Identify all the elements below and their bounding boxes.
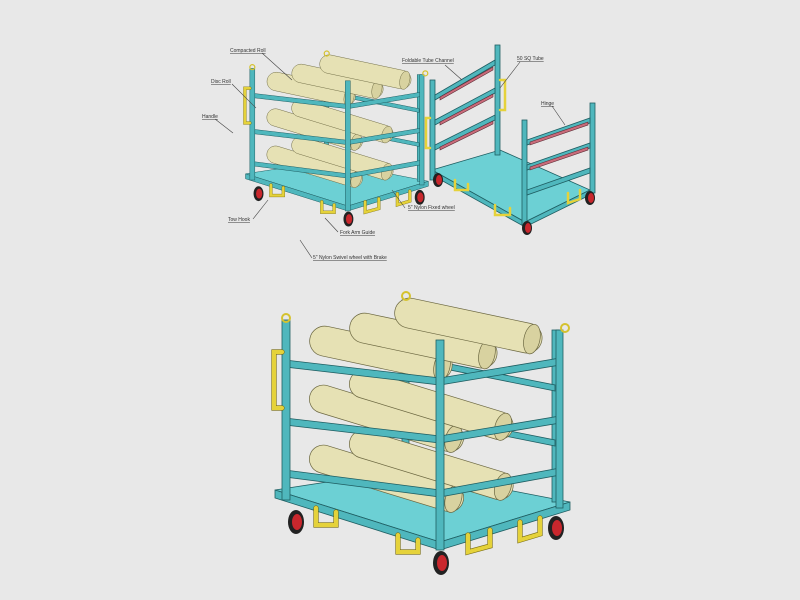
label-foldable-tube-channel: Foldable Tube Channel bbox=[402, 58, 454, 64]
label-disc-roll: Disc Roll bbox=[211, 79, 231, 85]
label-hinge: Hinge bbox=[541, 101, 554, 107]
empty-cart-folded bbox=[424, 44, 596, 235]
label-fixed-wheel: 5" Nylon Fixed wheel bbox=[408, 205, 455, 211]
label-handle: Handle bbox=[202, 114, 218, 120]
loaded-cart-large bbox=[274, 292, 570, 575]
label-sq-tube: 50 SQ Tube bbox=[517, 56, 544, 62]
leader-lines bbox=[214, 52, 566, 259]
loaded-cart-labeled bbox=[243, 49, 431, 229]
label-swivel-wheel: 5" Nylon Swivel wheel with Brake bbox=[313, 255, 387, 261]
label-compacted-roll: Compacted Roll bbox=[230, 48, 266, 54]
label-tow-hook: Tow Hook bbox=[228, 217, 250, 223]
label-fork-arm-guide: Fork Arm Guide bbox=[340, 230, 375, 236]
